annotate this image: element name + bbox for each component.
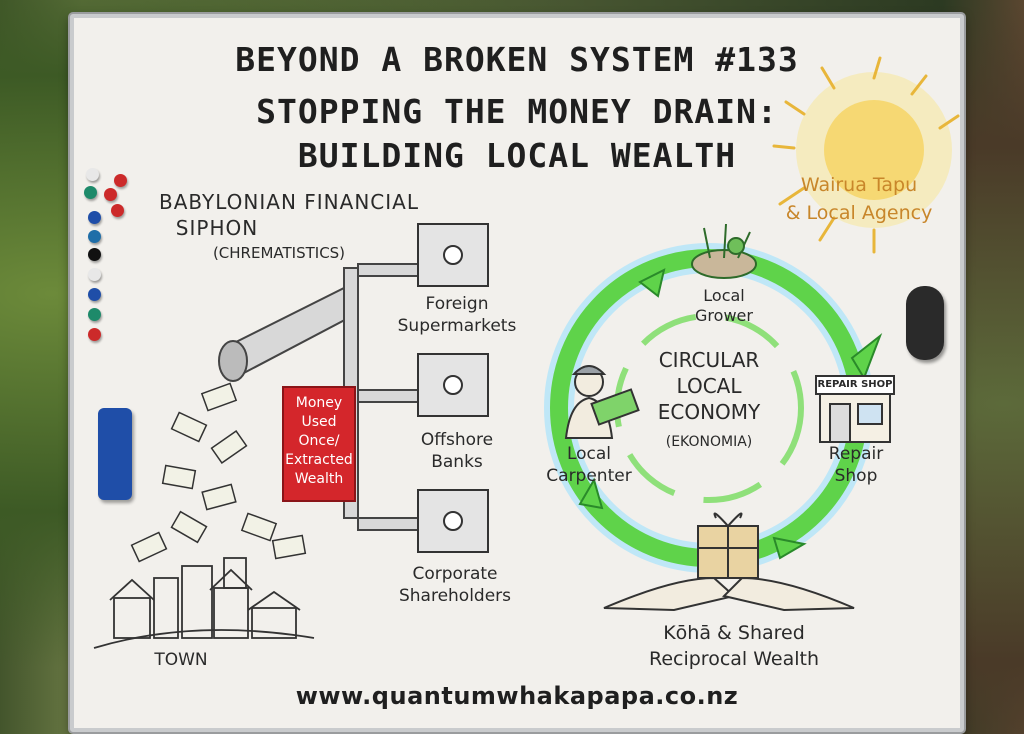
sun-icon	[772, 56, 960, 254]
magnet	[88, 308, 101, 321]
destination-1-line-2: Supermarkets	[397, 316, 517, 336]
sun-label-2: & Local Agency	[785, 202, 933, 224]
red-box-line: Once/	[298, 433, 340, 449]
magnet	[88, 211, 101, 224]
footer-url: www.quantumwhakapapa.co.nz	[295, 682, 739, 710]
red-box-line: Extracted	[285, 452, 353, 468]
red-box-line: Money	[295, 395, 343, 411]
gift-exchange-icon	[603, 512, 855, 612]
town-icon	[93, 557, 315, 649]
magnet	[88, 328, 101, 341]
town-label: TOWN	[154, 650, 208, 670]
grower-label-1: Local	[703, 286, 745, 305]
siphon-title-1: BABYLONIAN FINANCIAL	[159, 190, 419, 214]
destination-3-line-1: Corporate	[412, 564, 498, 584]
vegetables-icon	[691, 223, 757, 279]
carpenter-label-2: Carpenter	[546, 466, 632, 486]
center-line-4: (EKONOMIA)	[665, 434, 753, 450]
magnet	[88, 248, 101, 261]
red-box-line: Used	[301, 414, 337, 430]
repair-label-2: Shop	[834, 466, 878, 486]
destination-3-line-2: Shareholders	[398, 586, 512, 606]
koha-label-1: Kōhā & Shared	[663, 622, 805, 644]
magnet	[84, 186, 97, 199]
grower-label-2: Grower	[695, 306, 753, 325]
destination-2-line-2: Banks	[431, 452, 483, 472]
diagram-drawing	[93, 56, 960, 649]
magnet	[88, 288, 101, 301]
magnet	[88, 268, 101, 281]
center-line-2: LOCAL	[676, 374, 742, 398]
siphon-subtitle: (CHREMATISTICS)	[212, 244, 346, 262]
title-line-2: STOPPING THE MONEY DRAIN:	[256, 92, 778, 131]
repair-label-1: Repair	[828, 444, 884, 464]
carpenter-icon	[564, 365, 640, 439]
destination-1-line-1: Foreign	[425, 294, 489, 314]
magnet	[114, 174, 127, 187]
title-line-3: BUILDING LOCAL WEALTH	[297, 136, 737, 175]
safe-icon	[417, 223, 489, 553]
center-line-1: CIRCULAR	[658, 348, 760, 372]
repair-shop-icon	[815, 375, 895, 443]
carpenter-label-1: Local	[566, 444, 612, 464]
sun-label-1: Wairua Tapu	[800, 174, 918, 196]
title-line-1: BEYOND A BROKEN SYSTEM #133	[235, 40, 799, 79]
magnet	[104, 188, 117, 201]
koha-label-2: Reciprocal Wealth	[648, 648, 820, 670]
red-box-line: Wealth	[294, 471, 344, 487]
destination-2-line-1: Offshore	[420, 430, 494, 450]
siphon-title-2: SIPHON	[175, 216, 259, 240]
whiteboard-eraser	[98, 408, 132, 500]
extracted-wealth-label: Money Used Once/ Extracted Wealth	[282, 386, 356, 502]
magnet	[111, 204, 124, 217]
magnet	[86, 168, 99, 181]
money-bills-icon	[130, 382, 307, 563]
repair-sign: REPAIR SHOP	[817, 379, 893, 390]
computer-mouse	[906, 286, 944, 360]
magnet	[88, 230, 101, 243]
center-line-3: ECONOMY	[657, 400, 761, 424]
whiteboard: BEYOND A BROKEN SYSTEM #133 STOPPING THE…	[70, 14, 964, 732]
